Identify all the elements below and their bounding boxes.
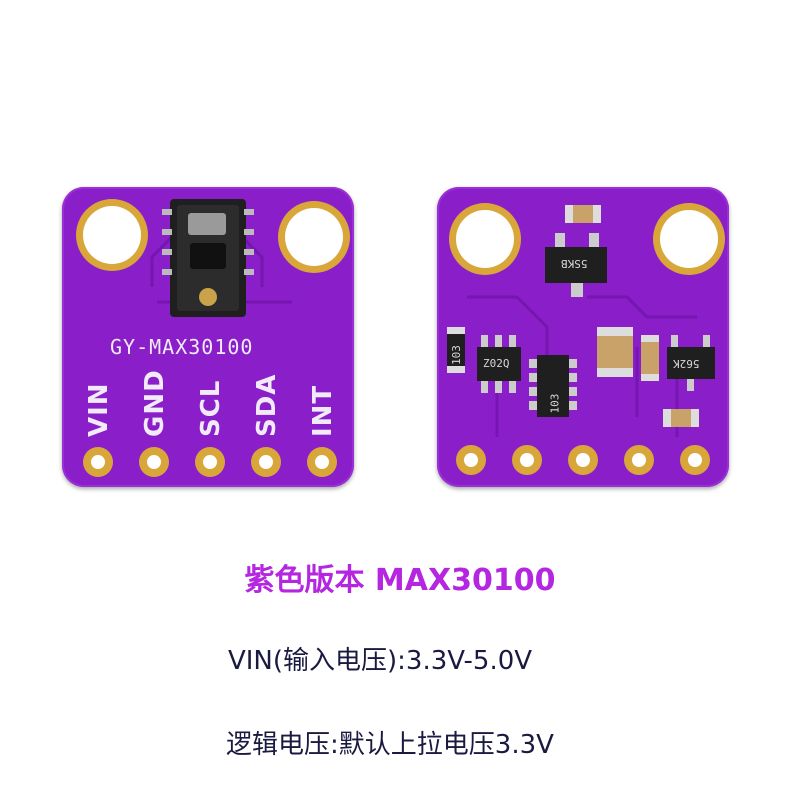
board-silkscreen-title: GY-MAX30100 <box>110 335 254 359</box>
voltage-regulator-chip <box>545 233 607 297</box>
front-board-artwork <box>76 199 350 477</box>
pin-label-int: INT <box>308 384 338 437</box>
pin-label-vin: VIN <box>84 382 114 437</box>
sensor-board-front: GY-MAX30100 VIN GND SCL SDA INT <box>62 187 354 487</box>
sensor-board-back: 103 5SKB 562K 103 Z02Q <box>437 187 729 487</box>
mosfet-chip-right <box>667 335 715 391</box>
caption-logic-voltage: 逻辑电压:默认上拉电压3.3V <box>226 730 554 760</box>
mosfet-marking-left: Z02Q <box>483 357 510 370</box>
regulator-marking: 5SKB <box>561 257 588 270</box>
caption-product-version: 紫色版本 MAX30100 <box>244 563 556 598</box>
resistor-marking: 103 <box>450 345 463 365</box>
front-pin-pads <box>83 447 337 477</box>
resistor <box>447 327 465 373</box>
pin-label-scl: SCL <box>196 379 226 437</box>
caption-input-voltage: VIN(输入电压):3.3V-5.0V <box>227 646 533 676</box>
mosfet-chip-left <box>477 335 521 393</box>
pin-label-gnd: GND <box>140 369 170 437</box>
capacitor <box>663 409 699 427</box>
mosfet-marking-right: 562K <box>673 357 700 370</box>
capacitor <box>565 205 601 223</box>
back-board-artwork <box>447 203 725 475</box>
max30100-sensor-chip <box>162 199 254 317</box>
back-pin-pads <box>456 445 710 475</box>
capacitor <box>641 335 659 381</box>
resistor-array-marking: 103 <box>548 393 562 414</box>
resistor-array <box>529 355 577 417</box>
pin-label-sda: SDA <box>252 373 282 437</box>
